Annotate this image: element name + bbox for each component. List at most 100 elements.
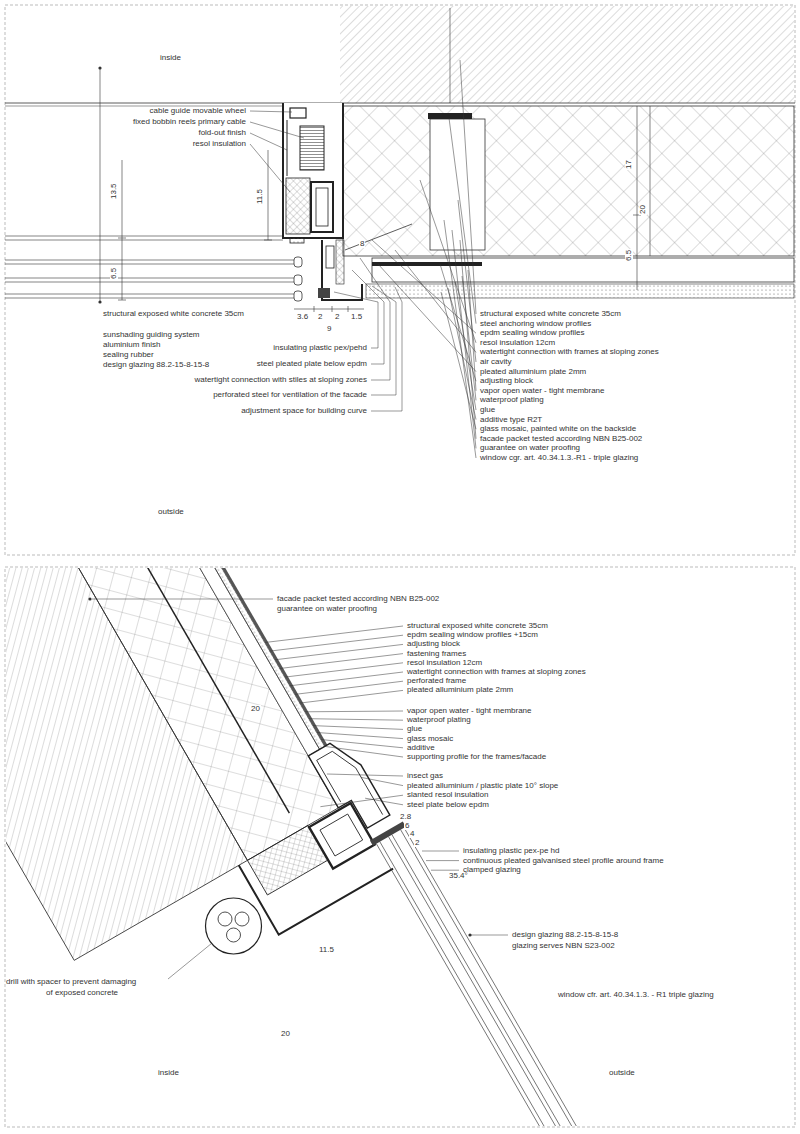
annotation-label: steel plate below epdm — [407, 800, 489, 809]
annotation-label: clamped glazing — [463, 865, 521, 874]
leader-line — [320, 795, 403, 807]
dimension-line — [637, 106, 638, 290]
leader-dot — [88, 597, 91, 600]
annotation-label: structural exposed white concrete 35cm — [103, 309, 244, 318]
leader-dot — [88, 597, 471, 936]
annotation-label: window cfr. art. 40.34.1.3. - R1 triple … — [558, 990, 714, 999]
leader-line — [317, 733, 403, 739]
leader-line — [371, 286, 396, 395]
dimension-line — [314, 306, 315, 312]
horizontal-section — [294, 275, 302, 285]
dimension-label: 6.5 — [110, 267, 118, 280]
dimension-label: 13.5 — [110, 182, 118, 200]
annotation-label: inside — [158, 1068, 179, 1077]
annotation-label: waterproof plating — [480, 395, 544, 404]
dimension-line — [98, 300, 101, 303]
dimension-line — [268, 150, 269, 240]
annotation-label: outside — [609, 1068, 635, 1077]
horizontal-section — [326, 246, 334, 268]
dimension-label: 8 — [359, 240, 365, 248]
horizontal-section — [343, 106, 794, 256]
annotation-label: adjusting block — [407, 639, 460, 648]
leader-line — [460, 240, 476, 439]
horizontal-section — [372, 258, 794, 282]
leader-line — [250, 122, 304, 138]
leader-line — [327, 774, 403, 776]
dimension-label: 11.5 — [256, 188, 264, 205]
dimension-label: 2 — [414, 839, 420, 847]
dimension-line — [98, 66, 641, 312]
leader-line — [468, 270, 476, 391]
leader-line — [361, 777, 403, 785]
annotation-label: perforated steel for ventilation of the … — [213, 390, 367, 399]
annotation-label: resol insulation 12cm — [480, 338, 555, 347]
annotation-label: steel anchoring window profiles — [480, 319, 591, 328]
annotation-label: inside — [160, 53, 181, 62]
dimension-line — [118, 300, 126, 301]
leader-line — [426, 860, 459, 861]
leader-line — [458, 200, 476, 362]
annotation-label: drill with spacer to prevent damaging — [6, 977, 136, 986]
leader-line — [378, 264, 476, 372]
horizontal-section — [5, 5, 795, 555]
horizontal-section — [5, 298, 296, 299]
horizontal-section — [5, 294, 296, 295]
dimension-label: 20 — [250, 705, 261, 713]
dimension-line — [122, 160, 123, 300]
horizontal-section — [316, 188, 328, 226]
annotation-label: insulating plastic pex/pehd — [273, 343, 367, 352]
dimension-line — [100, 68, 101, 302]
annotation-label: supporting profile for the frames/facade — [407, 752, 546, 761]
annotation-label: glue — [480, 405, 495, 414]
annotation-label: fold-out finish — [198, 128, 246, 137]
annotation-label: slanted resol insulation — [407, 790, 488, 799]
dimension-line — [118, 238, 126, 239]
annotation-label: pleated alluminium plate 2mm — [407, 685, 513, 694]
sloped-section — [404, 828, 794, 1126]
sloped-section — [239, 799, 393, 934]
annotation-label: glass mosaic — [407, 734, 453, 743]
annotation-label: design glazing 88.2-15-8-15-8 — [512, 930, 618, 939]
sloped-section — [206, 898, 262, 954]
dimension-label: 4 — [409, 830, 415, 838]
annotation-label: vapor open water - tight membrane — [407, 706, 532, 715]
sloped-section — [218, 912, 232, 926]
annotation-label: additive — [407, 743, 435, 752]
annotation-label: fixed bobbin reels primary cable — [133, 117, 246, 126]
annotation-label: epdm sealing window profiles +15cm — [407, 630, 538, 639]
horizontal-section — [450, 8, 451, 103]
leader-line — [321, 740, 403, 748]
sloped-section — [380, 842, 775, 1126]
leader-line — [168, 943, 212, 979]
horizontal-section — [286, 178, 310, 234]
leader-line — [250, 144, 290, 192]
annotation-label: perforated frame — [407, 676, 466, 685]
sloped-section — [6, 568, 794, 1126]
leader-line — [325, 746, 403, 757]
leader-line — [92, 599, 273, 600]
sloped-section — [0, 39, 800, 1134]
leader-line — [460, 60, 476, 314]
annotation-label: fastening frames — [407, 649, 466, 658]
leader-line — [270, 635, 403, 651]
dimension-line — [98, 66, 101, 69]
annotation-label: facade packet tested according NBN B25-0… — [277, 594, 439, 603]
annotation-label: glazing serves NBN S23-002 — [512, 941, 615, 950]
horizontal-section — [428, 113, 472, 119]
leader-line — [452, 230, 476, 448]
dimension-label: 17 — [625, 159, 633, 170]
dimension-line — [294, 309, 364, 310]
horizontal-section — [5, 240, 283, 241]
annotation-label: window cgr. art. 40.34.1.3.-R1 - triple … — [480, 453, 638, 462]
horizontal-section — [340, 6, 794, 103]
dimension-label: 6 — [404, 822, 410, 830]
horizontal-section — [5, 282, 296, 283]
dimension-label: 2.8 — [399, 813, 412, 821]
dimension-label: 9 — [326, 325, 332, 333]
sloped-section — [388, 837, 783, 1126]
leader-line — [371, 287, 402, 411]
annotation-label: design glazing 88.2-15-8-15-8 — [103, 360, 209, 369]
annotation-label: watertight connection with stiles at slo… — [194, 375, 367, 384]
